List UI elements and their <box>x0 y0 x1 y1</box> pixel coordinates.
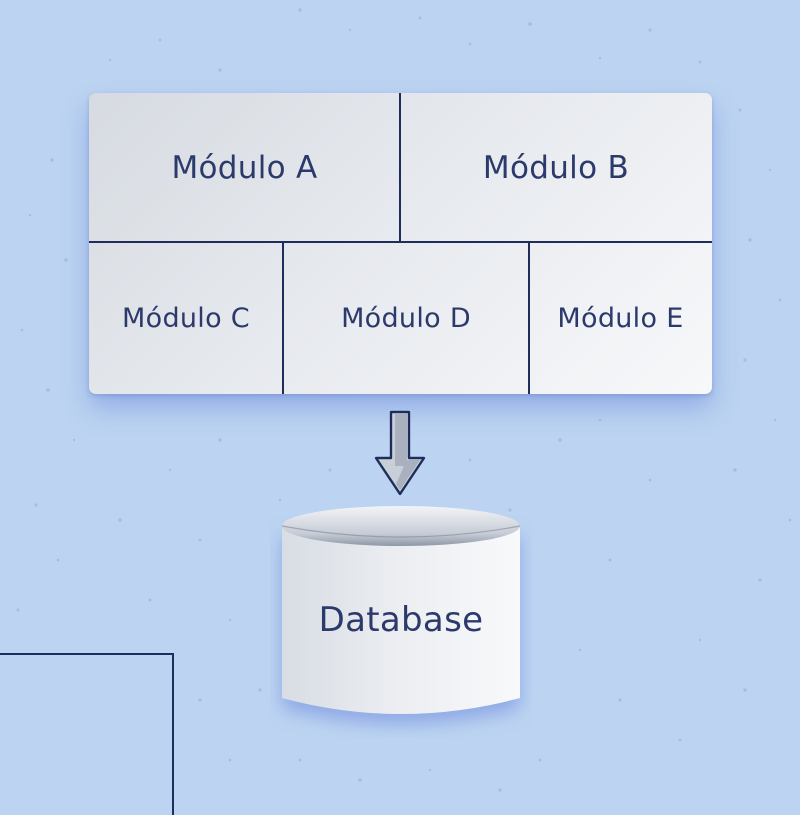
divider-d-e <box>528 242 530 394</box>
module-c-label: Módulo C <box>122 302 250 334</box>
module-e-box: Módulo E <box>529 242 712 394</box>
module-d-label: Módulo D <box>341 302 471 334</box>
module-e-label: Módulo E <box>557 302 684 334</box>
module-a-box: Módulo A <box>89 93 400 242</box>
module-d-box: Módulo D <box>283 242 529 394</box>
module-a-label: Módulo A <box>171 149 318 186</box>
row-divider <box>89 241 712 243</box>
arrow-down-icon <box>374 410 426 496</box>
module-c-box: Módulo C <box>89 242 283 394</box>
module-b-box: Módulo B <box>400 93 712 242</box>
modules-panel: Módulo A Módulo B Módulo C Módulo D Módu… <box>89 93 712 394</box>
divider-c-d <box>282 242 284 394</box>
database-cylinder-icon <box>281 506 521 714</box>
corner-frame-decoration <box>0 653 174 815</box>
database-label: Database <box>318 600 484 640</box>
module-b-label: Módulo B <box>482 149 630 186</box>
divider-a-b <box>399 93 401 242</box>
